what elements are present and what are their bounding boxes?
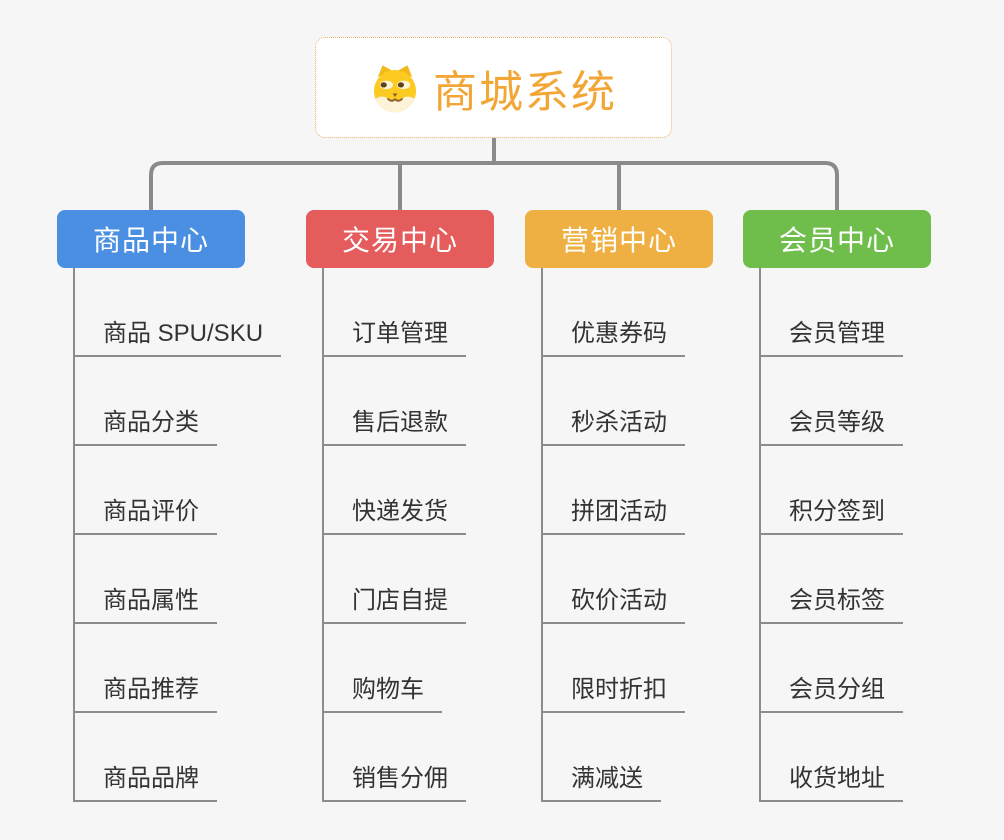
list-item: 商品分类 <box>57 357 317 446</box>
item-label[interactable]: 商品推荐 <box>73 669 217 713</box>
branch-stem-line <box>322 268 324 802</box>
branch-header-product-center[interactable]: 商品中心 <box>57 210 245 268</box>
branch-stem-line <box>759 268 761 802</box>
item-label[interactable]: 商品属性 <box>73 580 217 624</box>
item-label[interactable]: 快递发货 <box>322 491 466 535</box>
item-label[interactable]: 会员管理 <box>759 313 903 357</box>
list-item: 商品推荐 <box>57 624 317 713</box>
item-label[interactable]: 限时折扣 <box>541 669 685 713</box>
branch-header-trade-center[interactable]: 交易中心 <box>306 210 494 268</box>
item-label[interactable]: 销售分佣 <box>322 758 466 802</box>
list-item: 砍价活动 <box>525 535 785 624</box>
list-item: 会员标签 <box>743 535 1003 624</box>
list-item: 限时折扣 <box>525 624 785 713</box>
list-item: 商品评价 <box>57 446 317 535</box>
list-item: 订单管理 <box>306 268 566 357</box>
list-item: 快递发货 <box>306 446 566 535</box>
item-label[interactable]: 砍价活动 <box>541 580 685 624</box>
list-item: 售后退款 <box>306 357 566 446</box>
item-label[interactable]: 拼团活动 <box>541 491 685 535</box>
item-label[interactable]: 积分签到 <box>759 491 903 535</box>
branch-member-center: 会员中心 会员管理 会员等级 积分签到 会员标签 会员分组 收货地址 <box>743 210 1003 802</box>
list-item: 商品属性 <box>57 535 317 624</box>
item-label[interactable]: 收货地址 <box>759 758 903 802</box>
branch-header-member-center[interactable]: 会员中心 <box>743 210 931 268</box>
item-label[interactable]: 商品 SPU/SKU <box>73 313 282 357</box>
item-label[interactable]: 会员标签 <box>759 580 903 624</box>
branch-items: 会员管理 会员等级 积分签到 会员标签 会员分组 收货地址 <box>743 268 1003 802</box>
item-label[interactable]: 商品评价 <box>73 491 217 535</box>
list-item: 优惠券码 <box>525 268 785 357</box>
item-label[interactable]: 商品品牌 <box>73 758 217 802</box>
item-label[interactable]: 优惠券码 <box>541 313 685 357</box>
branch-product-center: 商品中心 商品 SPU/SKU 商品分类 商品评价 商品属性 商品推荐 商品品牌 <box>57 210 317 802</box>
doge-icon <box>373 64 417 112</box>
item-label[interactable]: 门店自提 <box>322 580 466 624</box>
list-item: 会员分组 <box>743 624 1003 713</box>
branch-trade-center: 交易中心 订单管理 售后退款 快递发货 门店自提 购物车 销售分佣 <box>306 210 566 802</box>
list-item: 门店自提 <box>306 535 566 624</box>
list-item: 收货地址 <box>743 713 1003 802</box>
list-item: 满减送 <box>525 713 785 802</box>
item-label[interactable]: 秒杀活动 <box>541 402 685 446</box>
root-title: 商城系统 <box>433 67 617 117</box>
list-item: 会员等级 <box>743 357 1003 446</box>
root-node[interactable]: 商城系统 <box>315 37 672 138</box>
list-item: 拼团活动 <box>525 446 785 535</box>
branch-stem-line <box>73 268 75 802</box>
item-label[interactable]: 商品分类 <box>73 402 217 446</box>
branch-header-marketing-center[interactable]: 营销中心 <box>525 210 713 268</box>
item-label[interactable]: 满减送 <box>541 758 661 802</box>
list-item: 积分签到 <box>743 446 1003 535</box>
item-label[interactable]: 售后退款 <box>322 402 466 446</box>
item-label[interactable]: 会员分组 <box>759 669 903 713</box>
item-label[interactable]: 购物车 <box>322 669 442 713</box>
branch-items: 优惠券码 秒杀活动 拼团活动 砍价活动 限时折扣 满减送 <box>525 268 785 802</box>
branch-stem-line <box>541 268 543 802</box>
list-item: 商品 SPU/SKU <box>57 268 317 357</box>
list-item: 秒杀活动 <box>525 357 785 446</box>
branch-items: 商品 SPU/SKU 商品分类 商品评价 商品属性 商品推荐 商品品牌 <box>57 268 317 802</box>
list-item: 购物车 <box>306 624 566 713</box>
list-item: 会员管理 <box>743 268 1003 357</box>
branch-items: 订单管理 售后退款 快递发货 门店自提 购物车 销售分佣 <box>306 268 566 802</box>
list-item: 销售分佣 <box>306 713 566 802</box>
list-item: 商品品牌 <box>57 713 317 802</box>
item-label[interactable]: 会员等级 <box>759 402 903 446</box>
item-label[interactable]: 订单管理 <box>322 313 466 357</box>
branch-marketing-center: 营销中心 优惠券码 秒杀活动 拼团活动 砍价活动 限时折扣 满减送 <box>525 210 785 802</box>
